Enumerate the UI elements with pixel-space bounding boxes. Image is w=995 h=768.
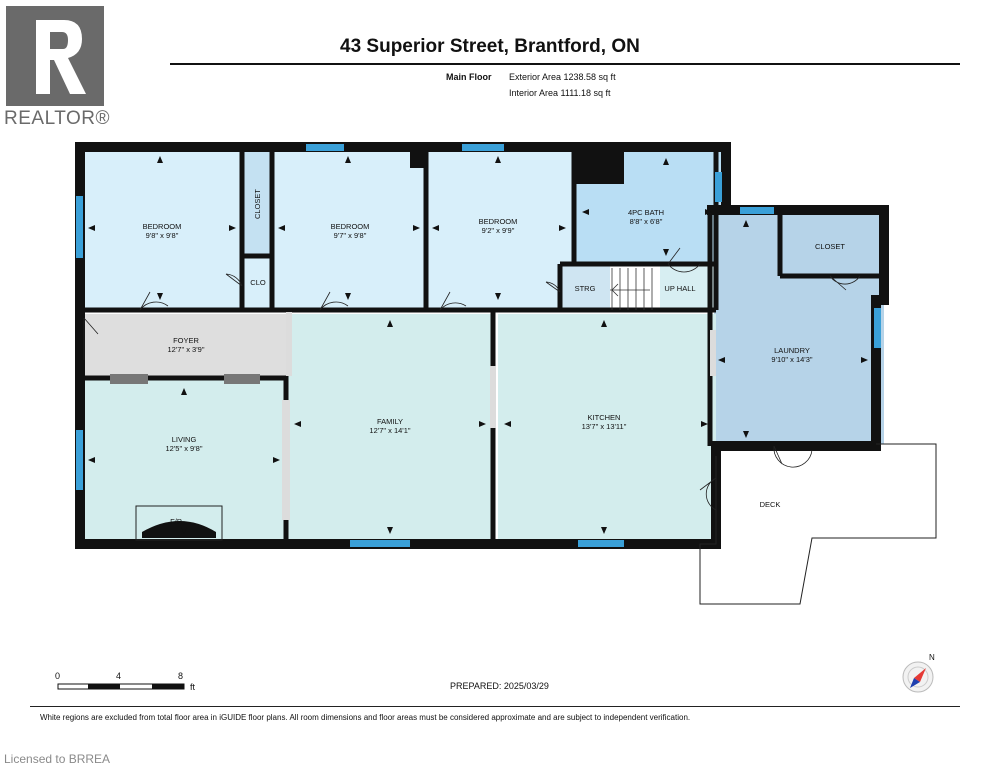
bath-notch — [576, 150, 624, 184]
prepared-date: PREPARED: 2025/03/29 — [450, 681, 549, 691]
family-label: FAMILY — [377, 417, 403, 426]
deck-outline — [699, 443, 937, 605]
bath-label: 4PC BATH — [628, 208, 664, 217]
disclaimer-text: White regions are excluded from total fl… — [40, 713, 691, 722]
closet-vertical-label: CLOSET — [253, 189, 262, 219]
deck-label: DECK — [760, 500, 781, 509]
scale-tick-0: 0 — [55, 671, 61, 681]
bedroom-2-fill — [272, 150, 424, 308]
foyer-label: FOYER — [173, 336, 199, 345]
family-fill — [288, 314, 492, 542]
doors — [83, 247, 861, 511]
closet-box-fill — [782, 216, 878, 274]
bedroom-3-fill — [424, 150, 572, 308]
scale-tick-4: 4 — [116, 671, 122, 681]
kitchen-label: KITCHEN — [588, 413, 621, 422]
interior-walls — [80, 150, 880, 544]
kitchen-dims: 13'7" x 13'11" — [582, 422, 627, 431]
closet-fill — [244, 150, 272, 254]
kitchen-fill — [498, 314, 716, 542]
disclaimer-divider — [30, 706, 960, 707]
compass-label: N — [929, 653, 935, 662]
dimension-arrows — [88, 156, 868, 534]
bed2-notch — [410, 150, 426, 168]
foyer-fill — [82, 314, 286, 378]
family-dims: 12'7" x 14'1" — [369, 426, 410, 435]
windows — [76, 144, 881, 547]
scale-unit: ft — [190, 682, 196, 692]
bedroom-3-dims: 9'2" x 9'9" — [482, 226, 515, 235]
stairs-fill — [610, 266, 660, 312]
closet-label: CLOSET — [815, 242, 845, 251]
floor-name: Main Floor — [446, 72, 492, 82]
licensed-text: Licensed to BRREA — [4, 752, 111, 766]
page-title: 43 Superior Street, Brantford, ON — [340, 36, 640, 57]
up-hall-label: UP HALL — [664, 284, 695, 293]
bath-dims: 8'8" x 6'8" — [630, 217, 663, 226]
scale-tick-8: 8 — [178, 671, 184, 681]
living-label: LIVING — [172, 435, 197, 444]
foyer-dims: 12'7" x 3'9" — [168, 345, 205, 354]
living-dims: 12'5" x 9'8" — [166, 444, 203, 453]
realtor-logo-text: REALTOR® — [4, 108, 110, 129]
up-hall-fill — [660, 266, 714, 312]
realtor-logo — [6, 6, 104, 106]
laundry-label: LAUNDRY — [774, 346, 810, 355]
exterior-area: Exterior Area 1238.58 sq ft — [509, 72, 616, 82]
scale-bar — [57, 683, 185, 690]
bedroom-1-label: BEDROOM — [143, 222, 182, 231]
living-fill — [82, 378, 286, 542]
title-divider — [170, 63, 960, 65]
stairs — [610, 268, 653, 310]
clo-label: CLO — [250, 278, 266, 287]
strg-fill — [562, 266, 610, 312]
openings — [282, 312, 716, 520]
bedroom-3-label: BEDROOM — [479, 217, 518, 226]
laundry-dims: 9'10" x 14'3" — [771, 355, 812, 364]
fireplace-icon — [135, 505, 223, 541]
compass-icon: N — [902, 653, 935, 693]
radiators — [110, 374, 260, 384]
clo-fill — [244, 254, 272, 308]
bedroom-2-dims: 9'7" x 9'8" — [334, 231, 367, 240]
bedroom-2-label: BEDROOM — [331, 222, 370, 231]
strg-label: STRG — [575, 284, 596, 293]
bedroom-1-dims: 9'8" x 9'8" — [146, 231, 179, 240]
interior-area: Interior Area 1111.18 sq ft — [509, 88, 611, 98]
bedroom-1-fill — [82, 150, 240, 308]
fireplace-label: F/P — [170, 517, 182, 526]
